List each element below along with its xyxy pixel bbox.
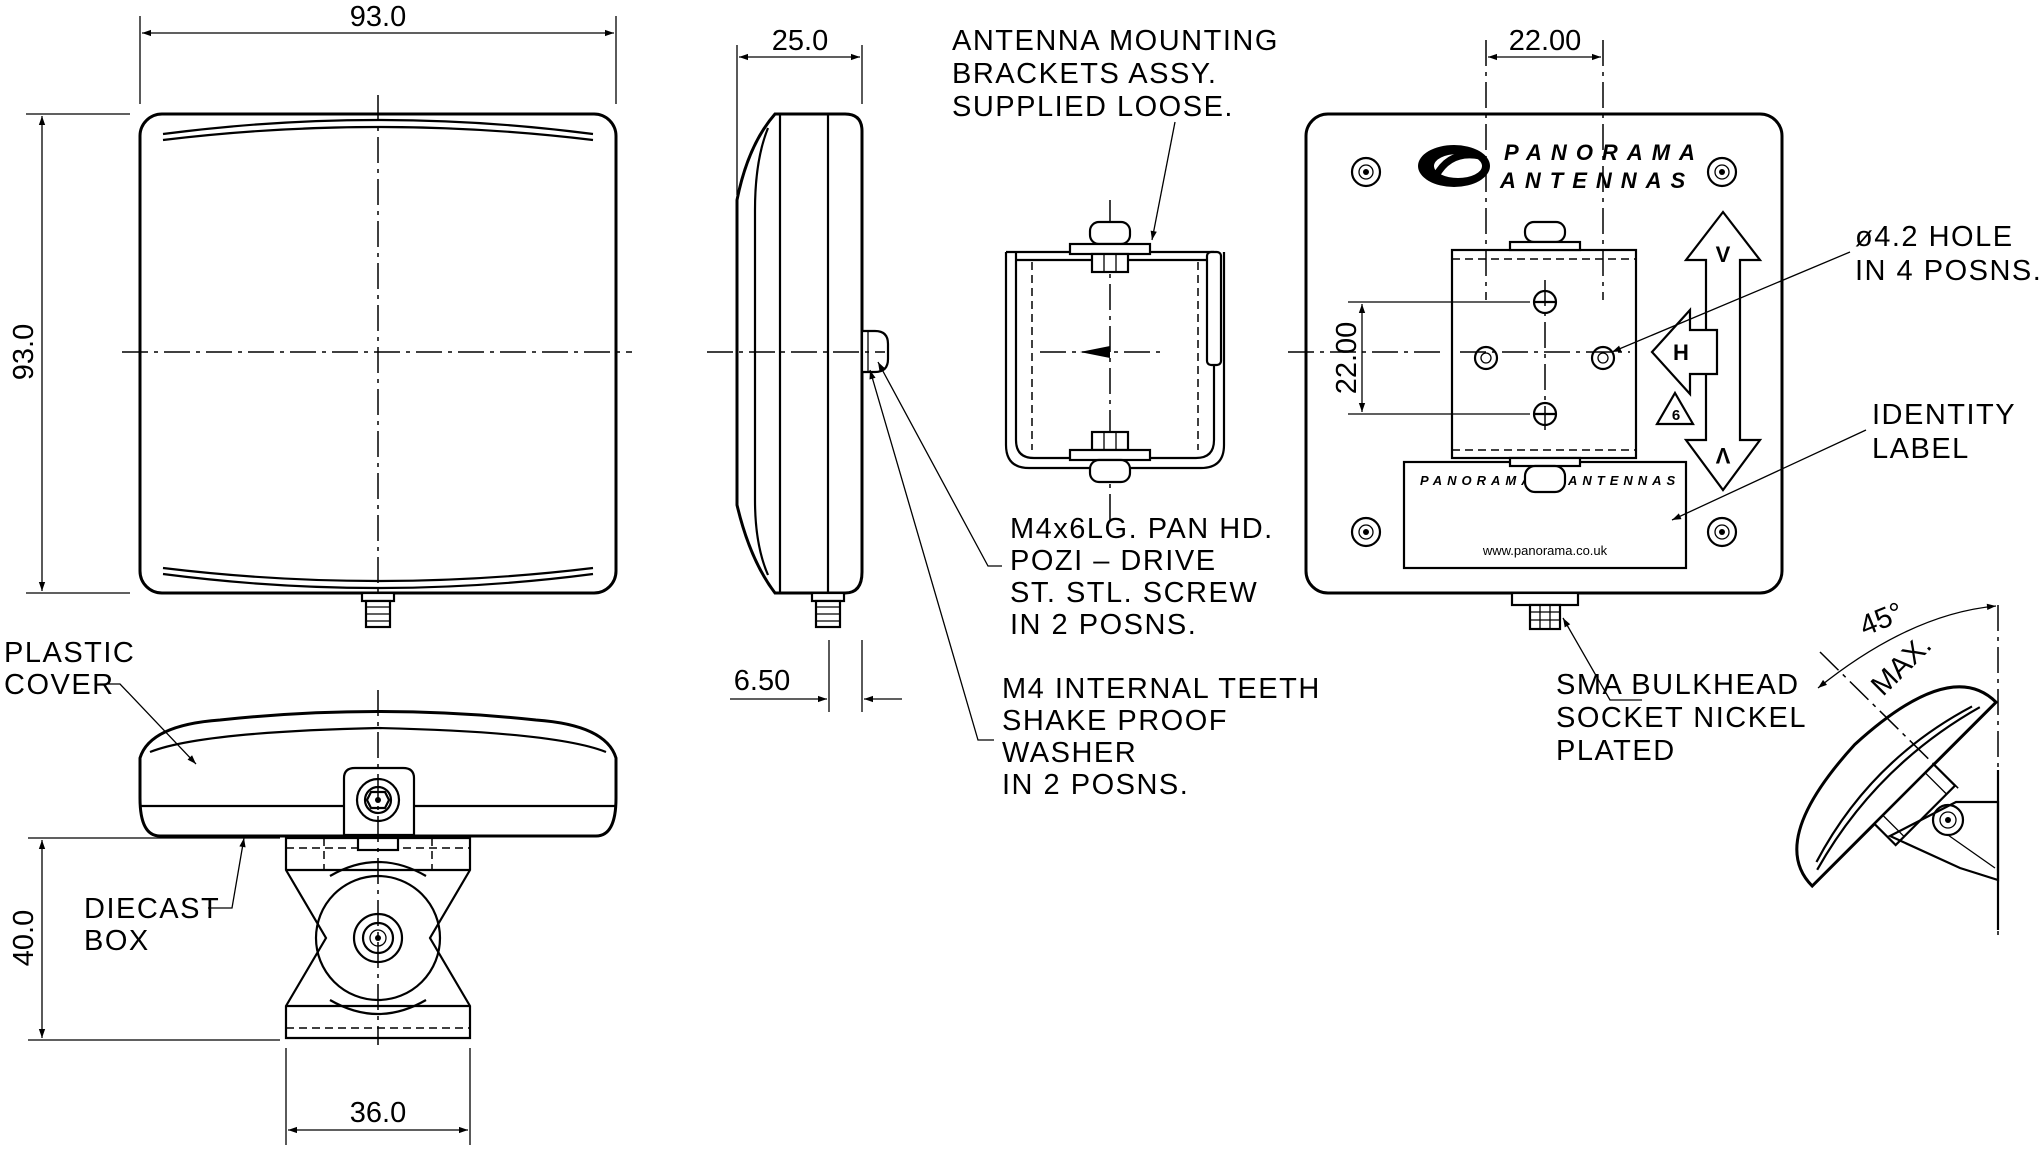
- warning-triangle-icon: 6: [1655, 390, 1695, 426]
- rear-sma-connector-icon: [1510, 591, 1580, 631]
- warning-number: 6: [1672, 407, 1680, 424]
- callout-plastic-cover: PLASTIC COVER: [4, 637, 197, 765]
- side-body-outline: [735, 112, 864, 595]
- diecast-box-line2: BOX: [84, 925, 150, 957]
- bracket-height-dimension: 40.0: [8, 910, 40, 966]
- front-height-dimension: 93.0: [8, 324, 40, 380]
- side-depth-dimension: 25.0: [772, 25, 828, 57]
- callout-mounting-brackets: ANTENNA MOUNTING BRACKETS ASSY. SUPPLIED…: [952, 25, 1279, 241]
- bracket-top-screw-icon: [1068, 220, 1152, 274]
- front-view: 93.0 93.0: [8, 1, 632, 629]
- tilted-view: 45° MAX.: [1795, 597, 2000, 940]
- screw-line1: M4x6LG. PAN HD.: [1010, 513, 1274, 545]
- washer-line4: IN 2 POSNS.: [1002, 769, 1189, 801]
- screw-line2: POZI – DRIVE: [1010, 545, 1217, 577]
- bracket-width-dimension: 36.0: [350, 1097, 406, 1129]
- rear-horizontal-spacing-dimension: 22.00: [1509, 25, 1582, 57]
- polarisation-horizontal-symbol: H: [1673, 340, 1689, 365]
- washer-line2: SHAKE PROOF: [1002, 705, 1228, 737]
- bottom-cover-outline: [138, 710, 618, 838]
- rear-bolt-bottom-left-icon: [1350, 516, 1382, 548]
- rear-bottom-screw-icon: [1508, 456, 1582, 494]
- rear-bolt-top-left-icon: [1350, 156, 1382, 188]
- tilt-angle-dimension: 45°: [1855, 597, 1908, 643]
- brand-name-line2: ANTENNAS: [1499, 168, 1694, 193]
- mounting-brackets-line3: SUPPLIED LOOSE.: [952, 91, 1234, 123]
- tilted-hinge-bolt-icon: [1931, 803, 1965, 837]
- rear-hole-top-icon: [1532, 289, 1558, 315]
- hole-line2: IN 4 POSNS.: [1855, 255, 2040, 287]
- sma-line3: PLATED: [1556, 735, 1676, 767]
- bracket-bottom-screw-icon: [1068, 430, 1152, 484]
- rear-bracket-plate: [1450, 248, 1638, 460]
- loose-bracket-view: [1004, 200, 1226, 520]
- bottom-view: 40.0 36.0: [8, 690, 618, 1145]
- rear-bolt-top-right-icon: [1706, 156, 1738, 188]
- callout-screw: M4x6LG. PAN HD. POZI – DRIVE ST. STL. SC…: [877, 361, 1274, 641]
- polarisation-vertical-symbol: V: [1716, 242, 1731, 267]
- rear-hole-bottom-icon: [1532, 401, 1558, 427]
- rear-view: PANORAMA ANTENNAS 2: [1288, 25, 1784, 631]
- polarisation-vertical-lower-symbol: V: [1715, 443, 1730, 468]
- sma-line1: SMA BULKHEAD: [1556, 669, 1800, 701]
- callout-diecast-box: DIECAST BOX: [84, 837, 246, 957]
- rear-hole-right-icon: [1590, 345, 1616, 371]
- identity-label-line2: LABEL: [1872, 433, 1970, 465]
- tilted-cover-outline: [1795, 685, 1999, 889]
- side-sma-connector-icon: [810, 591, 846, 629]
- callout-washer: M4 INTERNAL TEETH SHAKE PROOF WASHER IN …: [869, 369, 1321, 801]
- washer-line3: WASHER: [1002, 737, 1137, 769]
- callout-identity-label: IDENTITY LABEL: [1671, 399, 2016, 521]
- screw-line4: IN 2 POSNS.: [1010, 609, 1197, 641]
- connector-offset-dimension: 6.50: [734, 665, 790, 697]
- bottom-bracket-outline: [284, 836, 472, 1040]
- washer-line1: M4 INTERNAL TEETH: [1002, 673, 1321, 705]
- hole-line1: ø4.2 HOLE: [1855, 221, 2014, 253]
- tilt-max-label: MAX.: [1865, 629, 1938, 702]
- side-view: 25.0 6.50: [707, 25, 902, 712]
- screw-line3: ST. STL. SCREW: [1010, 577, 1258, 609]
- plastic-cover-line1: PLASTIC: [4, 637, 135, 669]
- rear-hole-left-icon: [1473, 345, 1499, 371]
- id-label-url: www.panorama.co.uk: [1482, 543, 1608, 558]
- rear-top-screw-icon: [1508, 220, 1582, 252]
- rear-bolt-bottom-right-icon: [1706, 516, 1738, 548]
- mounting-brackets-line1: ANTENNA MOUNTING: [952, 25, 1279, 57]
- panorama-logo-icon: [1418, 145, 1490, 187]
- polarisation-arrows-icon: V H V: [1650, 210, 1763, 492]
- brand-name-line1: PANORAMA: [1504, 140, 1704, 165]
- id-label-brand-right: ANTENNAS: [1567, 473, 1680, 488]
- rear-vertical-spacing-dimension: 22.00: [1331, 322, 1363, 395]
- front-width-dimension: 93.0: [350, 1, 406, 33]
- plastic-cover-line2: COVER: [4, 669, 115, 701]
- id-label-brand-left: PANORAMA: [1420, 473, 1536, 488]
- identity-label-line1: IDENTITY: [1872, 399, 2016, 431]
- mounting-brackets-line2: BRACKETS ASSY.: [952, 58, 1217, 90]
- front-sma-connector-icon: [360, 591, 396, 629]
- callout-hole: ø4.2 HOLE IN 4 POSNS.: [1611, 221, 2040, 353]
- diecast-box-line1: DIECAST: [84, 893, 220, 925]
- sma-line2: SOCKET NICKEL: [1556, 702, 1807, 734]
- callout-sma: SMA BULKHEAD SOCKET NICKEL PLATED: [1556, 617, 1807, 767]
